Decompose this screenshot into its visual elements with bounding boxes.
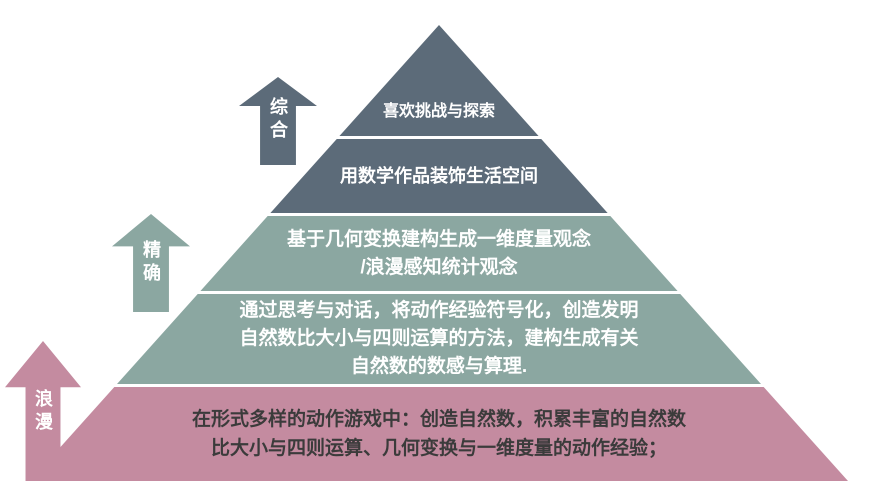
up-arrow-precise: 精确 bbox=[112, 214, 190, 312]
layer-4-text-line-2: 自然数比大小与四则运算的方法，建构生成有关 bbox=[239, 328, 639, 350]
up-arrow-comprehensive: 综合 bbox=[239, 77, 317, 165]
layer-5-text-line-1: 在形式多样的动作游戏中：创造自然数，积累丰富的自然数 bbox=[191, 409, 686, 431]
pyramid-layer-2: 用数学作品装饰生活空间 bbox=[30, 138, 848, 213]
layer-4-text-line-1: 通过思考与对话，将动作经验符号化，创造发明 bbox=[239, 300, 639, 322]
pyramid-layer-1: 喜欢挑战与探索 bbox=[30, 25, 848, 136]
layer-2-text: 用数学作品装饰生活空间 bbox=[340, 165, 538, 186]
layer-5-text-line-2: 比大小与四则运算、几何变换与一维度量的动作经验； bbox=[210, 438, 667, 460]
layer-3-text-line-1: 基于几何变换建构生成一维度量观念 bbox=[286, 228, 591, 250]
pyramid-layer-4: 通过思考与对话，将动作经验符号化，创造发明 自然数比大小与四则运算的方法，建构生… bbox=[30, 294, 848, 385]
layer-1-text: 喜欢挑战与探索 bbox=[382, 102, 495, 120]
arrow-label-comprehensive: 综合 bbox=[268, 97, 288, 143]
layer-3-text-line-2: /浪漫感知统计观念 bbox=[360, 256, 518, 278]
layer-4-text-line-3: 自然数的数感与算理. bbox=[350, 356, 528, 378]
arrow-label-romantic: 浪漫 bbox=[33, 389, 53, 435]
arrow-label-precise: 精确 bbox=[141, 240, 161, 286]
pyramid-layer-5: 在形式多样的动作游戏中：创造自然数，积累丰富的自然数 比大小与四则运算、几何变换… bbox=[30, 387, 848, 481]
